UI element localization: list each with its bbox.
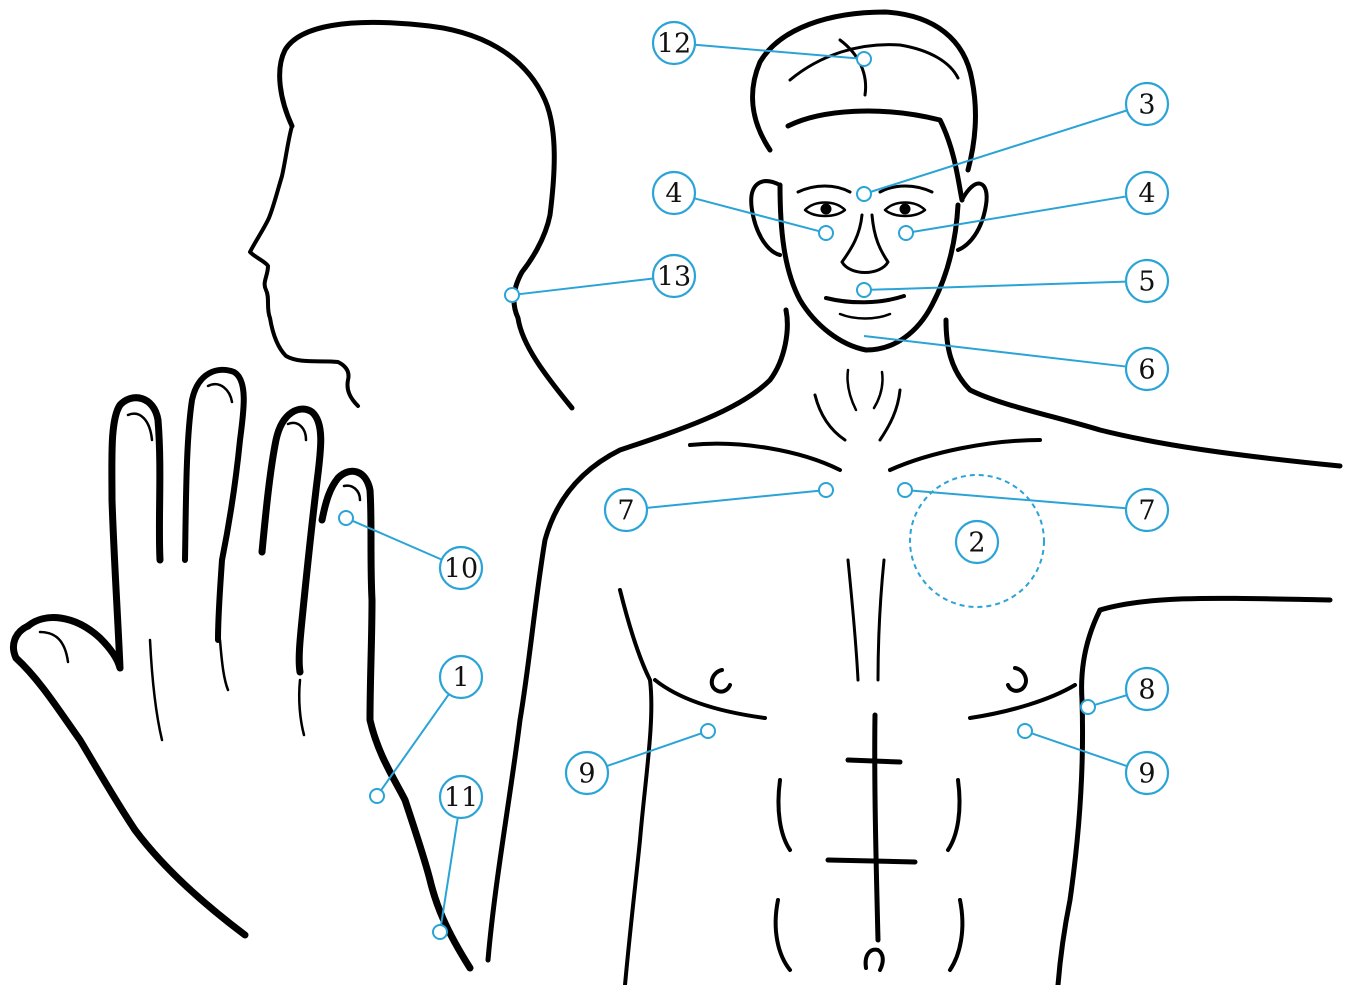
point-dot-m11	[433, 925, 447, 939]
marker-label-m9b: 9	[1138, 759, 1155, 790]
leader-line-m13	[519, 278, 653, 294]
point-dot-m7b	[898, 483, 912, 497]
marker-label-m12: 12	[657, 29, 691, 60]
point-dot-m8	[1081, 700, 1095, 714]
marker-m10: 10	[339, 511, 482, 589]
marker-m6: 6	[864, 336, 1168, 390]
leader-line-m12	[695, 45, 857, 59]
point-dot-m9b	[1018, 724, 1032, 738]
marker-label-m4b: 4	[1138, 179, 1155, 210]
marker-m9a: 9	[566, 724, 715, 794]
marker-m8: 8	[1081, 668, 1168, 714]
marker-label-m7b: 7	[1138, 496, 1155, 527]
leader-line-m1	[381, 694, 449, 790]
leader-line-m11	[441, 818, 458, 925]
point-dot-m9a	[701, 724, 715, 738]
point-dot-m10	[339, 511, 353, 525]
leader-line-m7a	[647, 491, 819, 508]
leader-line-m8	[1095, 695, 1127, 705]
leader-line-m4b	[913, 196, 1126, 231]
marker-label-m4a: 4	[665, 179, 682, 210]
marker-m3: 3	[857, 83, 1168, 201]
marker-label-m10: 10	[444, 554, 478, 585]
point-dot-m13	[505, 288, 519, 302]
leader-line-m10	[352, 521, 441, 560]
leader-line-m9b	[1032, 733, 1128, 766]
leader-line-m7b	[912, 491, 1126, 509]
point-dot-m1	[370, 789, 384, 803]
marker-m9b: 9	[1018, 724, 1168, 794]
head-profile-illustration	[250, 22, 572, 408]
point-dot-m4b	[899, 226, 913, 240]
marker-label-m9a: 9	[578, 759, 595, 790]
marker-label-m8: 8	[1138, 675, 1155, 706]
marker-label-m13: 13	[657, 262, 691, 293]
marker-label-m11: 11	[444, 783, 478, 814]
marker-label-m2: 2	[968, 528, 985, 559]
point-dot-m5	[857, 283, 871, 297]
point-dot-m12	[857, 52, 871, 66]
marker-m7a: 7	[605, 483, 833, 531]
marker-label-m5: 5	[1138, 267, 1155, 298]
leader-line-m3	[871, 110, 1127, 192]
leader-line-m5	[871, 282, 1126, 290]
marker-m2: 2	[910, 475, 1044, 607]
point-dot-m3	[857, 187, 871, 201]
marker-label-m7a: 7	[617, 496, 634, 527]
marker-m7b: 7	[898, 483, 1168, 531]
point-dot-m4a	[819, 226, 833, 240]
point-dot-m7a	[819, 483, 833, 497]
marker-label-m6: 6	[1138, 355, 1155, 386]
hand-illustration	[13, 370, 470, 968]
marker-m13: 13	[505, 255, 695, 302]
marker-m4a: 4	[653, 172, 833, 240]
leader-line-m9a	[607, 733, 702, 766]
marker-label-m1: 1	[452, 663, 469, 694]
leader-line-m6	[864, 336, 1126, 367]
marker-label-m3: 3	[1138, 90, 1155, 121]
marker-m4b: 4	[899, 172, 1168, 240]
